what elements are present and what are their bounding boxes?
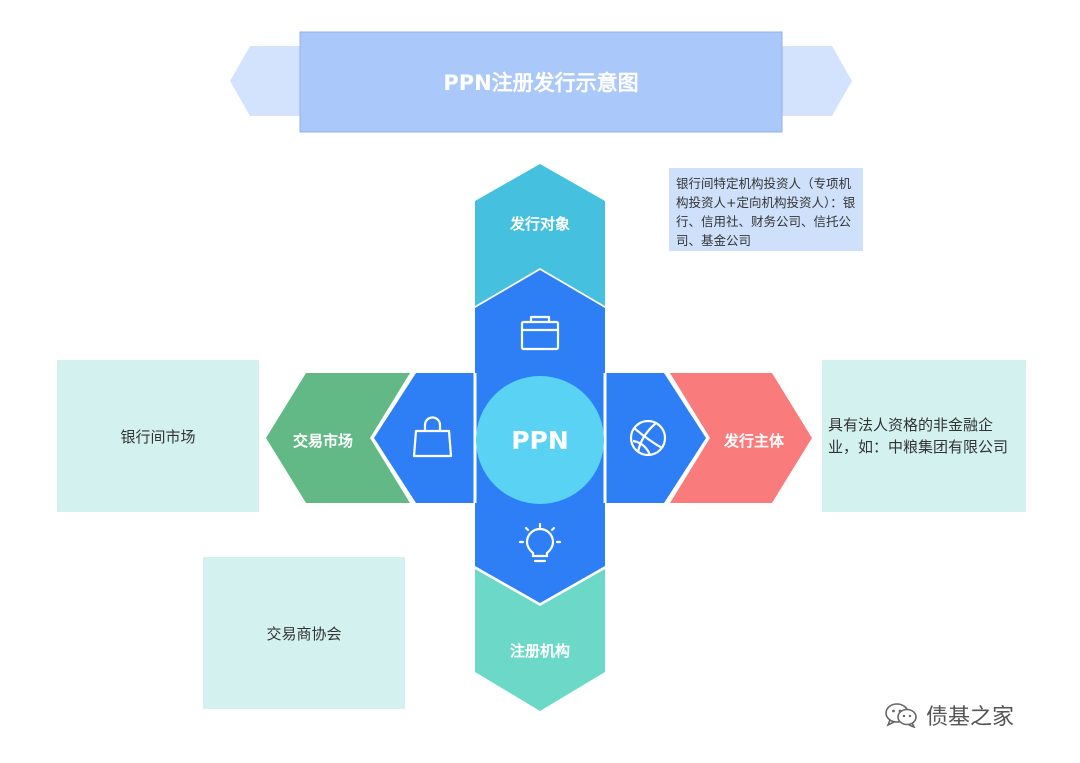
basketball-icon <box>629 419 667 457</box>
branch-right-shape <box>670 373 812 503</box>
hub-separators <box>473 373 607 503</box>
registry-box: 交易商协会 <box>203 557 405 709</box>
branch-top-label: 发行对象 <box>509 214 570 233</box>
branch-bottom-shape <box>475 569 605 711</box>
shopping-bag-icon <box>412 416 453 458</box>
branch-right-label: 发行主体 <box>723 431 784 450</box>
branch-left-shape <box>266 373 410 503</box>
issue-target-note: 银行间特定机构投资人（专项机构投资人+定向机构投资人）：银行、信用社、财务公司、… <box>669 168 863 251</box>
branch-bottom-label: 注册机构 <box>509 641 570 660</box>
title-right-arrow <box>782 46 852 116</box>
branch-left-label: 交易市场 <box>292 431 353 450</box>
lightbulb-icon <box>518 522 562 563</box>
watermark: 债基之家 <box>884 700 1014 730</box>
issuer-box: 具有法人资格的非金融企业，如：中粮集团有限公司 <box>822 360 1026 512</box>
center-label: PPN <box>511 425 569 455</box>
title-left-arrow <box>230 46 300 116</box>
wechat-icon <box>885 703 917 728</box>
watermark-text: 债基之家 <box>926 705 1015 730</box>
diagram-title: PPN注册发行示意图 <box>443 71 639 95</box>
branch-top-shape <box>475 164 605 306</box>
briefcase-icon <box>520 315 560 351</box>
title-bar <box>299 31 783 133</box>
center-circle <box>476 376 604 504</box>
trading-market-box: 银行间市场 <box>57 360 259 512</box>
